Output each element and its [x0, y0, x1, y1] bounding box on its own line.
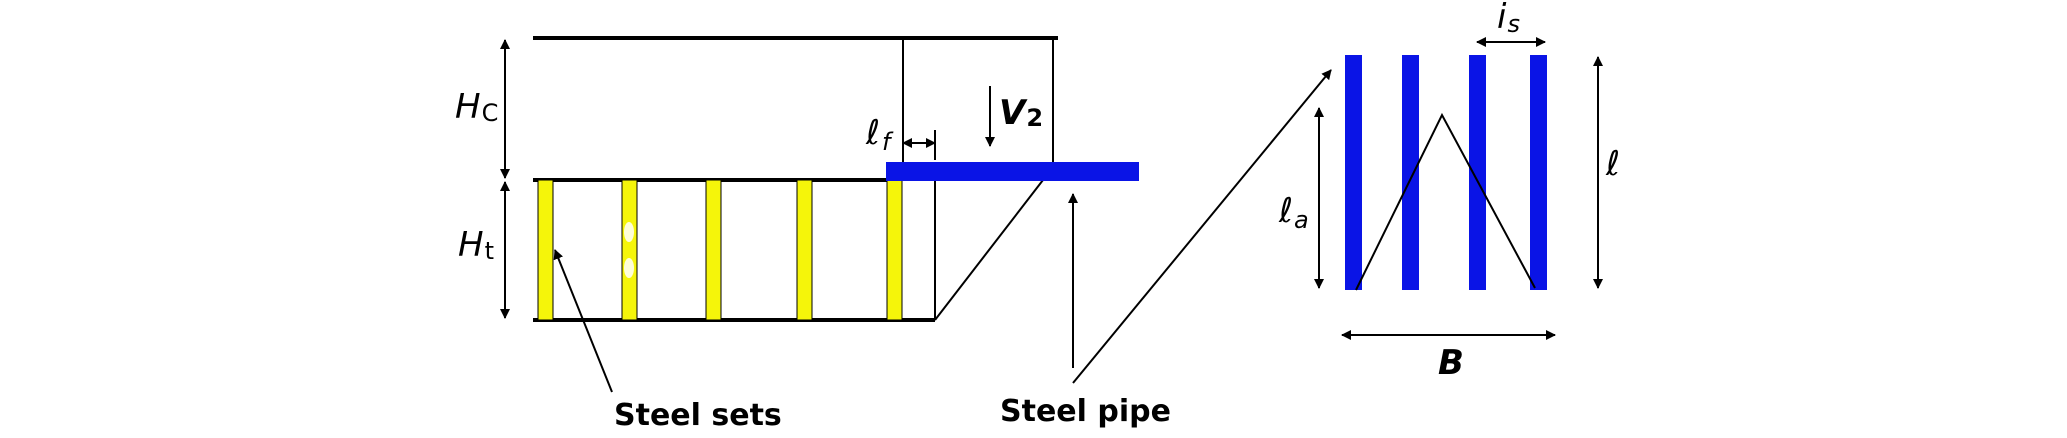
steel-sets-pointer — [553, 249, 613, 393]
hc-label: HC — [455, 87, 498, 127]
steel-pipe-vertical — [1402, 55, 1419, 290]
steel-set — [886, 179, 903, 321]
steel-pipe-label: Steel pipe — [1000, 394, 1171, 429]
steel-pipe-pointer-diagonal — [1072, 69, 1332, 384]
steel-set — [621, 179, 638, 321]
steel-sets-label: Steel sets — [614, 398, 782, 433]
b-label: B — [1438, 343, 1464, 383]
v2-label: V2 — [999, 93, 1043, 133]
pipe-plan-group — [1345, 55, 1547, 290]
wedge-outline — [1355, 112, 1536, 291]
steel-pipe-vertical — [1345, 55, 1362, 290]
joint-mark — [624, 222, 634, 242]
steel-set — [796, 179, 813, 321]
face-inclined-line — [934, 179, 1044, 321]
steel-sets-group — [537, 179, 903, 321]
is-label: is — [1497, 0, 1520, 38]
steel-set — [705, 179, 722, 321]
lf-label: ℓf — [865, 113, 894, 156]
steel-set — [537, 179, 554, 321]
steel-pipe-vertical — [1530, 55, 1547, 290]
l-label: ℓ — [1605, 144, 1620, 184]
ht-label: Ht — [458, 225, 494, 265]
steel-pipe-horizontal — [886, 162, 1139, 181]
joint-mark — [624, 258, 634, 278]
la-label: ℓa — [1278, 191, 1309, 234]
steel-pipe-vertical — [1469, 55, 1486, 290]
